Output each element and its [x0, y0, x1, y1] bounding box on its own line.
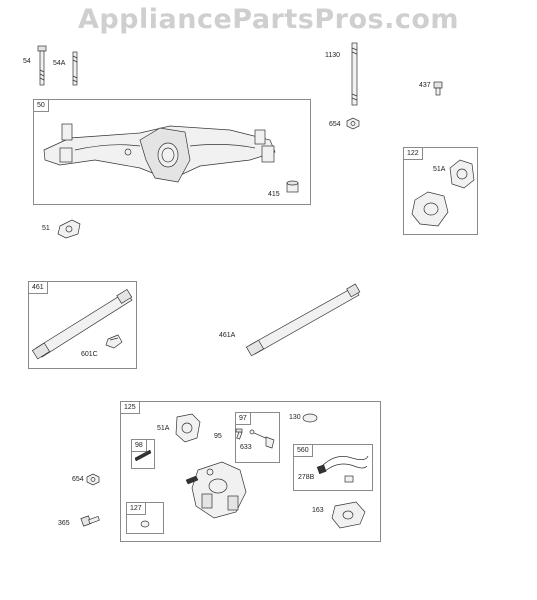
callout-654-top: 654: [329, 121, 341, 128]
nut-654-bottom: [86, 473, 100, 486]
plug-130: [302, 413, 318, 423]
callout-1130: 1130: [325, 52, 341, 59]
gasket-51a-box122: [449, 159, 475, 189]
callout-51a-box122: 51A: [433, 166, 446, 173]
callout-654-bottom: 654: [72, 476, 84, 483]
callout-461a: 461A: [219, 332, 236, 339]
callout-415: 415: [268, 191, 280, 198]
plug-127: [140, 520, 150, 528]
box-label-50: 50: [34, 100, 49, 112]
bolt-54: [37, 45, 47, 86]
box-label-127: 127: [127, 503, 146, 515]
box-label-560: 560: [294, 445, 313, 457]
callout-95: 95: [214, 433, 222, 440]
box-label-122: 122: [404, 148, 423, 160]
callout-51a-box125: 51A: [157, 425, 170, 432]
gasket-51: [57, 219, 81, 239]
box-label-98: 98: [132, 440, 147, 452]
assembly-box-461: 461: [28, 281, 137, 369]
callout-633: 633: [240, 444, 252, 451]
lever-633: [249, 429, 275, 449]
assembly-box-127: 127: [126, 502, 164, 534]
callout-54a: 54A: [53, 60, 66, 67]
callout-278b: 278B: [298, 474, 315, 481]
callout-130: 130: [289, 414, 301, 421]
gasket-122-left: [411, 191, 449, 227]
callout-51: 51: [42, 225, 50, 232]
screw-365: [80, 515, 100, 527]
tube-461a: [245, 283, 361, 357]
callout-54: 54: [23, 58, 31, 65]
watermark: AppliancePartsPros.com: [77, 4, 460, 35]
stud-1130: [351, 42, 358, 106]
assembly-box-50: 50: [33, 99, 311, 205]
assembly-box-560: 560: [293, 444, 373, 491]
gasket-51a-box125: [175, 413, 201, 443]
callout-601c: 601C: [81, 351, 98, 358]
intake-manifold-50: [43, 123, 276, 183]
callout-365: 365: [58, 520, 70, 527]
plug-415: [286, 180, 299, 193]
spring-98: [134, 449, 152, 462]
stud-54a: [72, 51, 78, 86]
assembly-box-122: 122: [403, 147, 478, 235]
wire-harness-278b: [316, 455, 369, 483]
gasket-163: [331, 501, 366, 529]
assembly-box-97: 97: [235, 412, 280, 463]
box-label-125: 125: [121, 402, 140, 414]
box-label-97: 97: [236, 413, 251, 425]
tube-461: [31, 288, 133, 360]
box-label-461: 461: [29, 282, 48, 294]
fitting-437: [433, 81, 443, 96]
nut-654-top: [346, 117, 360, 130]
clamp-601c: [105, 334, 123, 349]
callout-437: 437: [419, 82, 431, 89]
callout-163: 163: [312, 507, 324, 514]
assembly-box-98: 98: [131, 439, 155, 469]
carburetor-body: [185, 461, 247, 519]
screw-95: [235, 428, 243, 440]
assembly-box-125: 125: [120, 401, 381, 542]
